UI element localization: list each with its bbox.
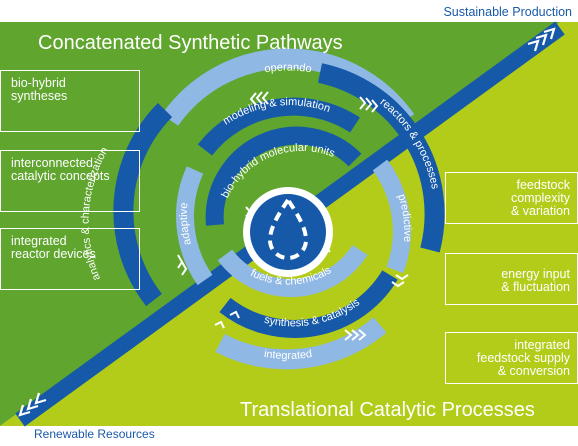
ring-label-adaptive: adaptive <box>178 202 194 246</box>
band-end-top-chevrons <box>527 27 556 52</box>
bottom-title: Translational Catalytic Processes <box>240 399 535 421</box>
top-title: Concatenated Synthetic Pathways <box>38 32 343 54</box>
ring-label-operando: operando <box>264 61 313 75</box>
band-end-bottom-chevrons <box>18 392 47 417</box>
ring-label-integrated: integrated <box>263 348 313 362</box>
droplet-cycle-icon <box>267 196 309 260</box>
middle-ring <box>176 97 411 338</box>
sustainable-production-label: Sustainable Production <box>443 5 572 19</box>
right-box-energy: energy input& fluctuation <box>445 253 578 305</box>
center-disc-inner <box>250 194 326 270</box>
inner-ring <box>205 126 368 297</box>
renewable-resources-label: Renewable Resources <box>34 427 155 441</box>
